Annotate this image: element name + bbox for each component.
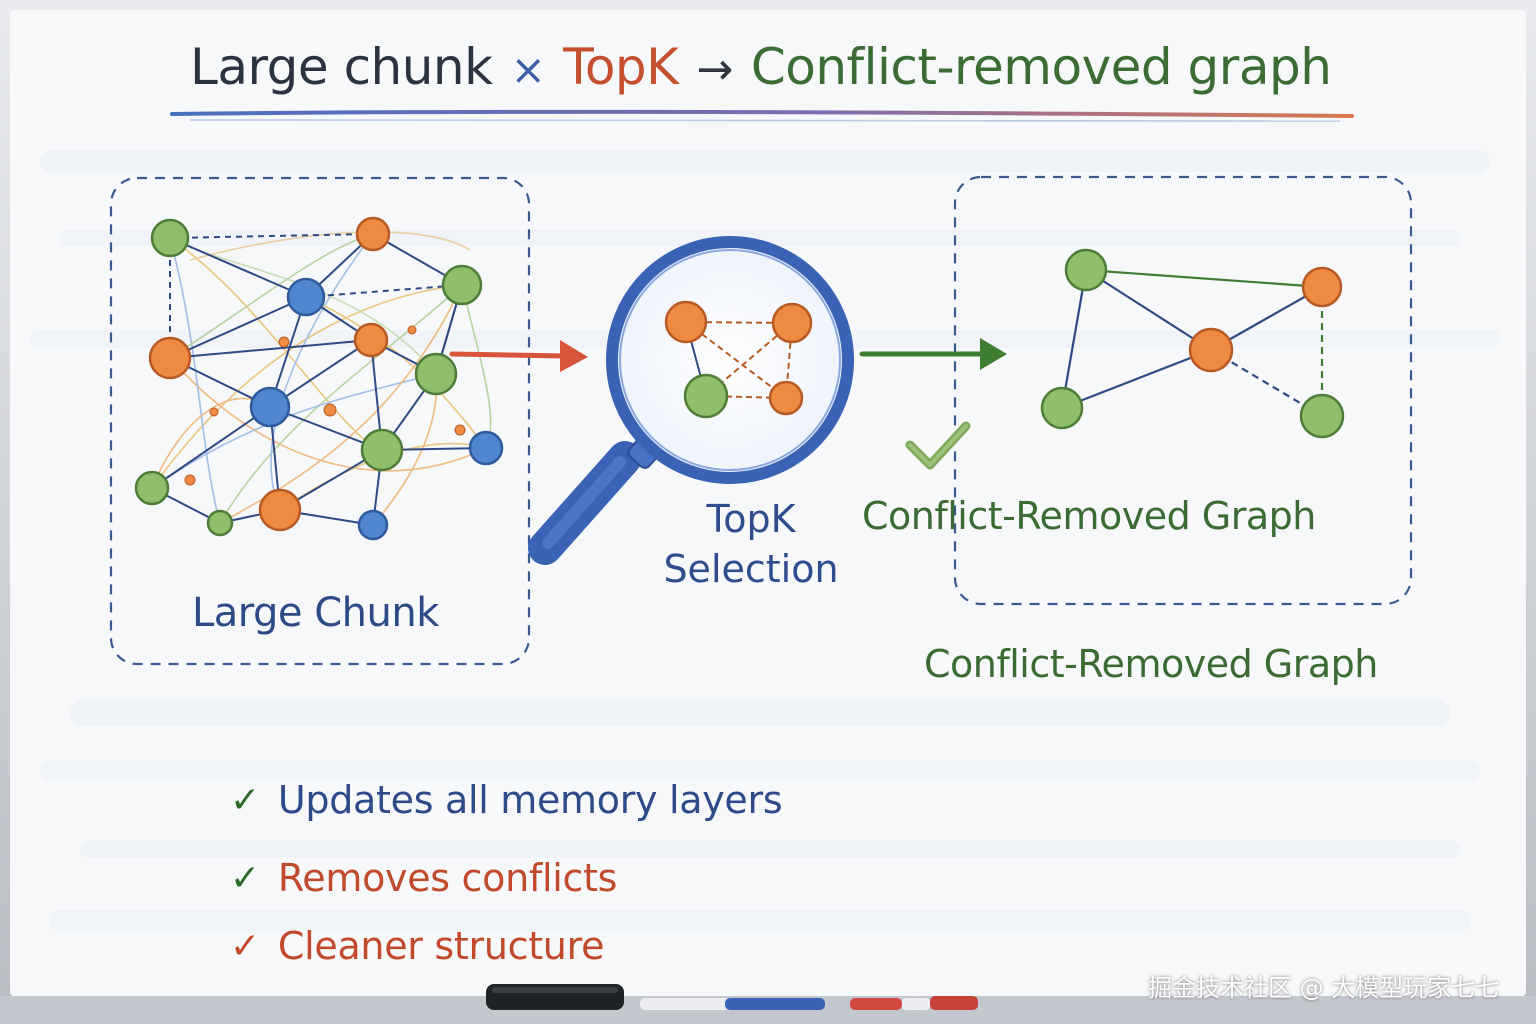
board-surface <box>10 10 1526 996</box>
title-arrow: → <box>696 44 733 95</box>
graph-node <box>355 216 391 252</box>
graph-node <box>150 218 190 258</box>
graph-node <box>1040 386 1084 430</box>
graph-node <box>353 322 389 358</box>
conflict-removed-box <box>953 175 1413 606</box>
graph-node <box>286 277 326 317</box>
topk-label-line1: TopK <box>706 497 796 541</box>
bullet-item: ✓ Updates all memory layers <box>230 778 783 822</box>
graph-node <box>249 386 291 428</box>
bullet-text: Updates all memory layers <box>277 778 783 822</box>
bullet-item: ✓ Cleaner structure <box>230 924 604 968</box>
title-times-symbol: × <box>510 45 546 94</box>
large-chunk-box <box>109 176 531 666</box>
graph-node <box>1064 248 1108 292</box>
board-smudges <box>30 150 1500 932</box>
check-icon: ✓ <box>230 925 260 967</box>
graph-node <box>441 264 483 306</box>
bullet-text: Cleaner structure <box>277 924 605 968</box>
red-arrow <box>449 351 568 359</box>
page-title: Large chunk × TopK → Conflict-removed gr… <box>190 38 1332 96</box>
topk-selection-label: TopK Selection <box>656 494 846 594</box>
large-chunk-graph <box>134 216 504 541</box>
large-chunk-label: Large Chunk <box>192 590 439 636</box>
title-conflict-removed: Conflict-removed graph <box>750 38 1332 96</box>
check-icon: ✓ <box>230 779 260 821</box>
conflict-removed-graph <box>1040 248 1345 439</box>
graph-node <box>206 509 234 537</box>
graph-node <box>1301 266 1343 308</box>
graph-node <box>258 488 302 532</box>
title-topk: TopK <box>563 38 679 96</box>
graph-node <box>414 352 458 396</box>
check-icon: ✓ <box>230 857 260 899</box>
graph-node <box>134 470 170 506</box>
marker-icon <box>640 996 978 1010</box>
title-large-chunk: Large chunk <box>190 38 493 96</box>
magnifier-icon <box>528 236 854 565</box>
graph-node <box>1188 327 1234 373</box>
conflict-removed-inner-label: Conflict-Removed Graph <box>862 494 1316 538</box>
conflict-removed-outer-label: Conflict-Removed Graph <box>924 642 1378 686</box>
graph-node <box>148 336 192 380</box>
graph-node <box>360 428 404 472</box>
bullet-text: Removes conflicts <box>277 856 618 900</box>
graph-node <box>357 509 389 541</box>
topk-label-line2: Selection <box>663 547 839 591</box>
graph-node <box>1299 393 1345 439</box>
watermark: 掘金技术社区 @ 大模型玩家七七 <box>1148 974 1500 1002</box>
bullet-item: ✓ Removes conflicts <box>230 856 617 900</box>
graph-node <box>468 430 504 466</box>
title-underline <box>170 109 1354 118</box>
